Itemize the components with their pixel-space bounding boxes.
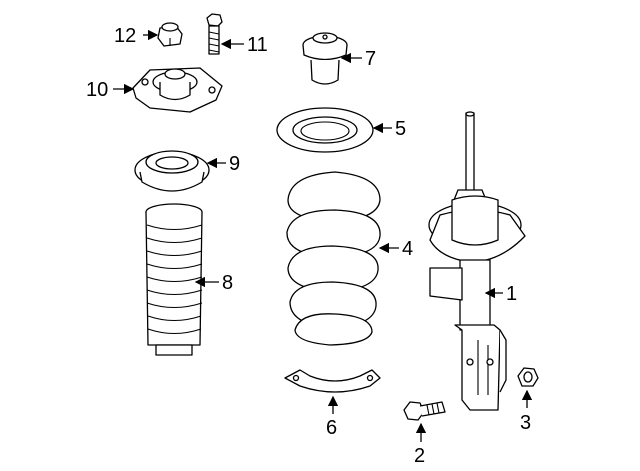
callout-10[interactable]: 10	[86, 79, 135, 101]
callout-label: 5	[395, 118, 406, 140]
callout-label: 2	[414, 445, 425, 467]
callout-label: 3	[520, 412, 531, 434]
callout-6[interactable]: 6	[326, 395, 339, 439]
part-4-coil-spring	[286, 171, 381, 346]
callout-label: 6	[326, 417, 337, 439]
callout-label: 9	[229, 153, 240, 175]
callout-12[interactable]: 12	[114, 25, 159, 47]
part-11-bolt	[206, 13, 223, 55]
part-3-nut	[517, 367, 539, 387]
callout-9[interactable]: 9	[206, 153, 240, 175]
part-8-dust-boot	[145, 203, 203, 356]
callout-7[interactable]: 7	[340, 48, 376, 70]
callout-1[interactable]: 1	[484, 283, 517, 305]
callout-label: 12	[114, 25, 136, 47]
callout-label: 7	[365, 48, 376, 70]
callout-4[interactable]: 4	[378, 238, 413, 260]
callout-2[interactable]: 2	[414, 422, 427, 467]
part-7-bump-stop	[302, 32, 348, 85]
part-6-spring-bracket	[284, 369, 381, 393]
callout-label: 8	[222, 272, 233, 294]
callout-3[interactable]: 3	[520, 389, 533, 434]
callout-label: 1	[506, 283, 517, 305]
part-10-strut-mount	[132, 67, 223, 113]
callout-11[interactable]: 11	[220, 34, 268, 56]
part-12-nut	[157, 22, 183, 47]
callout-label: 4	[402, 238, 413, 260]
part-5-spring-seat	[276, 107, 374, 153]
callout-5[interactable]: 5	[372, 118, 406, 140]
part-9-spring-insulator	[134, 150, 210, 192]
callout-label: 11	[247, 34, 268, 56]
part-2-bolt	[403, 401, 446, 421]
part-1-strut-assembly	[428, 111, 526, 411]
callout-label: 10	[86, 79, 108, 101]
callout-8[interactable]: 8	[194, 272, 233, 294]
